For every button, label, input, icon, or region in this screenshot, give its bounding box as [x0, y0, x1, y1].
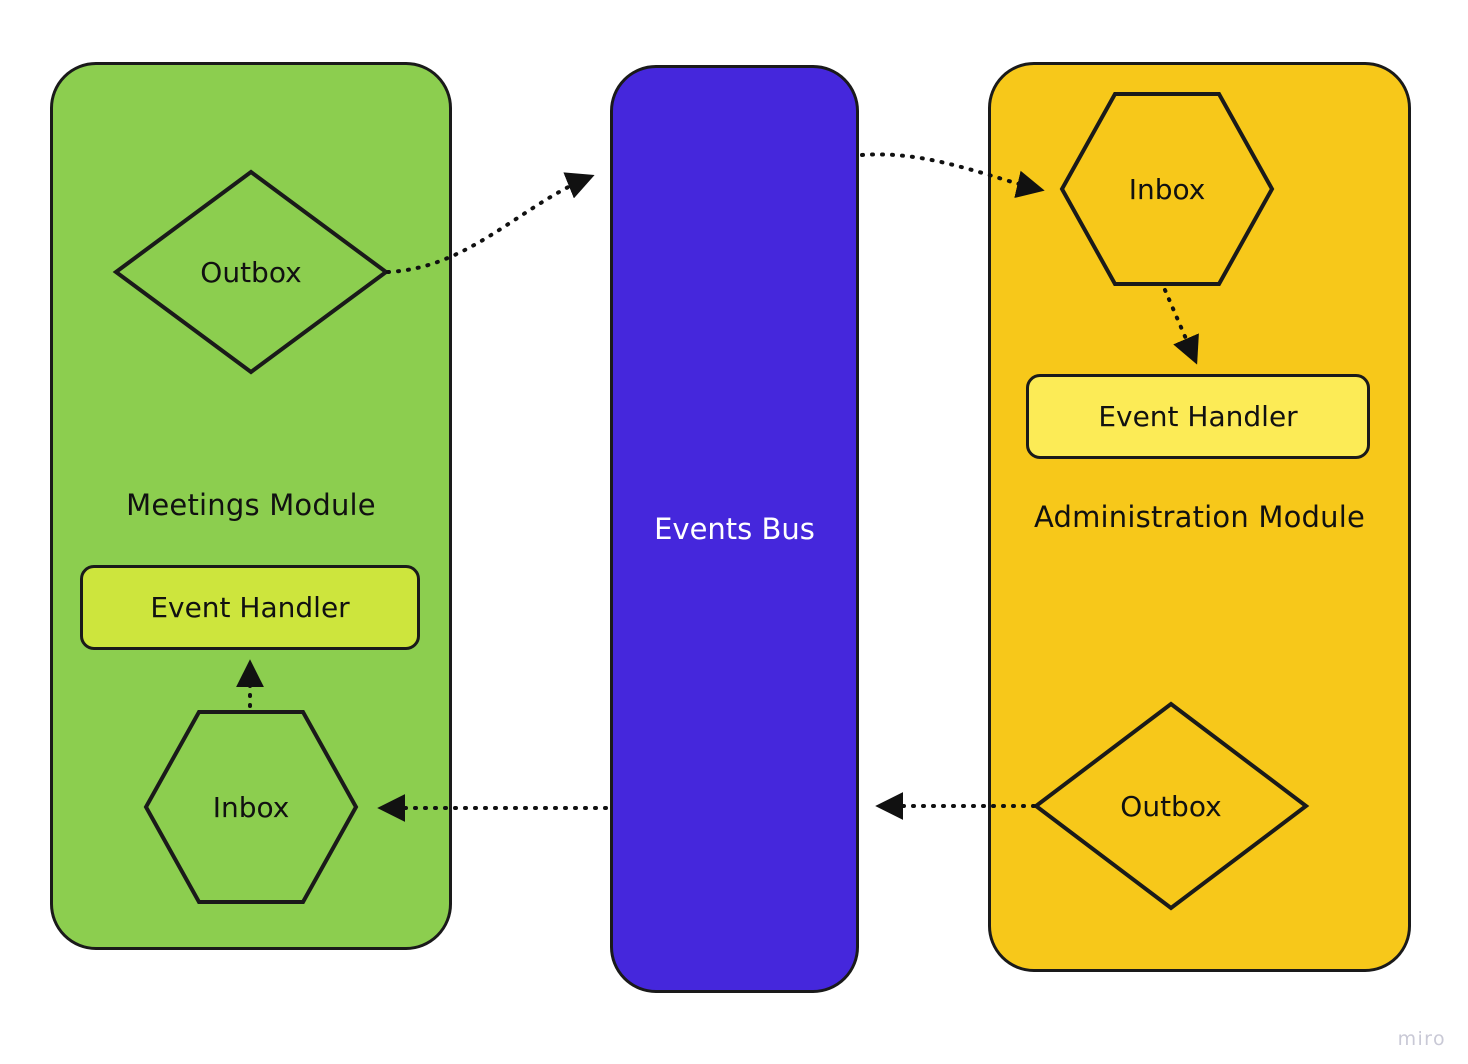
shape-meetings-event-handler[interactable]: Event Handler: [80, 565, 420, 650]
hexagon-shape-icon: [143, 710, 359, 904]
module-title-administration: Administration Module: [1033, 500, 1366, 534]
module-events-bus[interactable]: [610, 65, 859, 993]
shape-label-event-handler: Event Handler: [150, 591, 350, 624]
shape-label-event-handler: Event Handler: [1098, 400, 1298, 433]
diamond-shape-icon: [1032, 701, 1310, 911]
shape-administration-inbox[interactable]: Inbox: [1058, 90, 1276, 288]
module-title-meetings: Meetings Module: [126, 488, 376, 522]
diamond-shape-icon: [112, 169, 390, 375]
shape-administration-outbox[interactable]: Outbox: [1032, 700, 1310, 912]
shape-meetings-outbox[interactable]: Outbox: [112, 168, 390, 376]
hexagon-shape-icon: [1059, 92, 1275, 286]
module-title-events-bus: Events Bus: [654, 512, 815, 546]
shape-administration-event-handler[interactable]: Event Handler: [1026, 374, 1370, 459]
shape-meetings-inbox[interactable]: Inbox: [142, 708, 360, 906]
miro-watermark: miro: [1397, 1028, 1446, 1050]
